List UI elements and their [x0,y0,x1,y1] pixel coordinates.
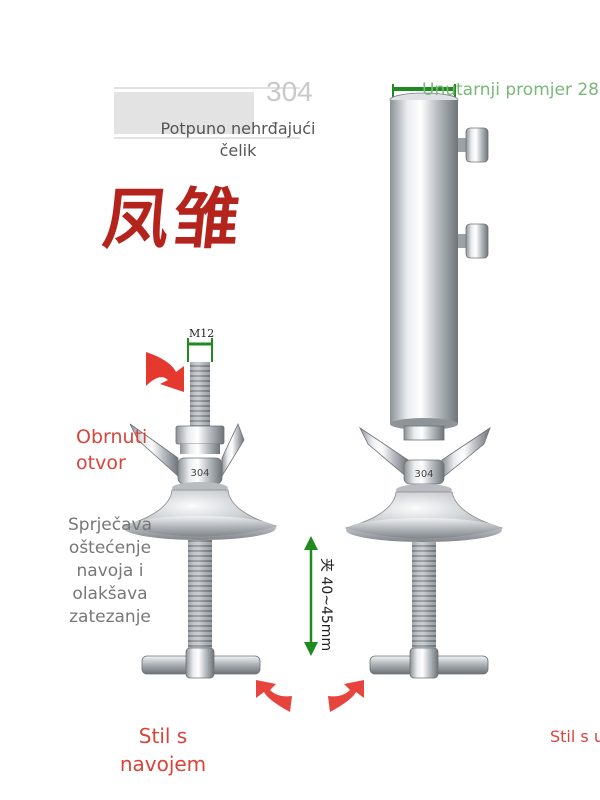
material-label: Potpuno nehrđajući čelik [160,119,316,160]
inner-diameter-label: Unutarnji promjer 28 [422,80,599,100]
nut-stamp-right: 304 [414,469,433,480]
nut-stamp: 304 [190,468,209,479]
reverse-hole-label: Obrnuti otvor [76,426,148,474]
material-placard [114,92,254,134]
brand-logo: 凤雏 [99,180,248,258]
prevents-damage-label: Sprječava oštećenje navoja i olakšava za… [68,515,152,627]
dimension-bracket-icon [187,338,213,362]
red-arrow-icon [328,680,364,712]
double-arrow-icon [304,536,318,656]
left-part: 304 [122,338,278,679]
thread-size-label: M12 [189,327,215,340]
clamp-range-label: 夹 40~45mm [318,558,334,652]
grade-label: 304 [266,76,313,107]
right-part: 304 [344,84,504,679]
thread-style-label-right: Stil s u c [550,727,600,746]
knob-bottom [458,223,489,259]
red-arrow-icon [146,352,184,392]
red-arrow-icon [256,680,292,712]
thread-style-label: Stil s navojem [119,724,207,776]
knob-top [458,127,489,163]
